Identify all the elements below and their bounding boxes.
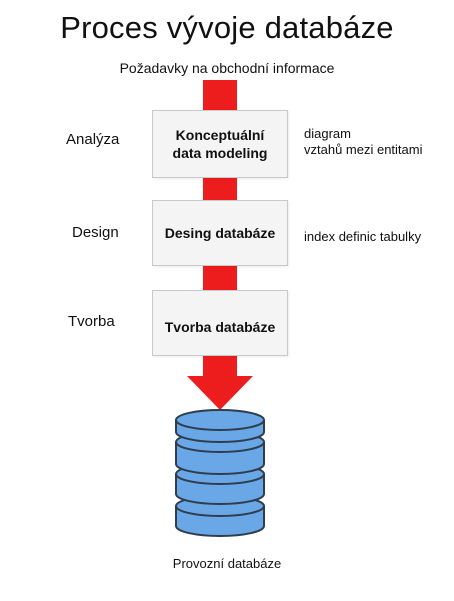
box-creation-label: Tvorba databáze (164, 319, 276, 335)
phase-label-design: Design (72, 224, 119, 241)
diagram-title: Proces vývoje databáze (60, 10, 394, 45)
note-table-index: index definic tabulky (304, 229, 422, 244)
input-label: Požadavky na obchodní informace (119, 60, 335, 76)
note-er-line1: diagram (304, 126, 351, 141)
phase-label-tvorba: Tvorba (68, 313, 115, 330)
database-icon (175, 409, 265, 537)
phase-label-analyza: Analýza (66, 131, 120, 148)
output-label: Provozní databáze (172, 556, 282, 571)
arrow-shaft-4 (203, 356, 237, 376)
note-er-line2: vztahů mezi entitami (304, 142, 423, 157)
arrow-head (187, 376, 253, 410)
box-conceptual-modeling: Konceptuální data modeling (152, 110, 288, 178)
box-database-design: Desing databáze (152, 200, 288, 266)
note-er-diagram: diagram vztahů mezi entitami (304, 126, 423, 158)
box-design-label: Desing databáze (164, 225, 276, 241)
arrow-shaft-1 (203, 80, 237, 112)
box-conceptual-line1: Konceptuální (175, 127, 265, 143)
arrow-shaft-2 (203, 178, 237, 200)
box-database-creation: Tvorba databáze (152, 290, 288, 356)
box-conceptual-line2: data modeling (172, 145, 268, 161)
arrow-shaft-3 (203, 266, 237, 290)
